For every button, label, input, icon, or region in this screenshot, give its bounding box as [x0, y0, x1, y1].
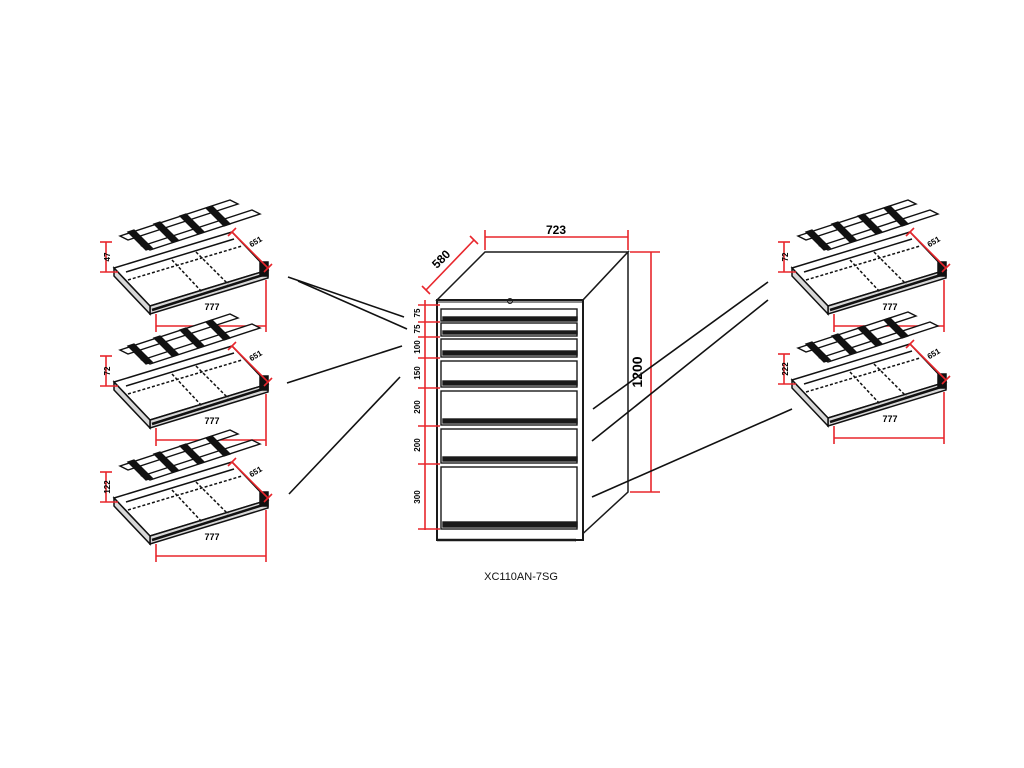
drawer-depth-dimension: 651 [248, 464, 265, 479]
drawer-front-2 [440, 322, 578, 337]
cabinet-dimensions [418, 230, 660, 530]
drawer-height-label: 100 [413, 340, 422, 354]
drawer-height-label: 75 [413, 324, 422, 333]
drawer-detail-right-2: 222 651 777 [776, 310, 952, 446]
drawer-depth-dimension: 651 [926, 346, 943, 361]
drawer-front-3 [440, 338, 578, 358]
drawer-height-dimension: 72 [781, 252, 790, 261]
drawer-height-label: 150 [413, 366, 422, 380]
drawer-depth-dimension: 651 [248, 348, 265, 363]
drawer-height-dimension: 47 [103, 252, 112, 261]
drawer-height-dimension: 222 [781, 362, 790, 376]
drawer-depth-dimension: 651 [248, 234, 265, 249]
drawer-front-5 [440, 390, 578, 426]
drawer-front-1 [440, 308, 578, 322]
drawer-height-label: 200 [413, 438, 422, 452]
drawer-height-label: 75 [413, 308, 422, 317]
cabinet [435, 250, 630, 542]
drawer-height-dimension: 72 [103, 366, 112, 375]
drawer-detail-right-1: 72 651 777 [776, 198, 952, 334]
drawer-detail-left-3: 122 651 777 [98, 428, 274, 564]
drawer-fronts [440, 308, 578, 530]
drawer-front-7 [440, 466, 578, 530]
drawer-width-dimension: 777 [204, 416, 219, 426]
drawer-detail-left-1: 47 651 777 [98, 198, 274, 334]
cabinet-height-label: 1200 [629, 356, 645, 387]
lock-icon [507, 298, 513, 304]
drawer-width-dimension: 777 [204, 532, 219, 542]
leader-lines [286, 276, 793, 498]
drawer-front-6 [440, 428, 578, 464]
cabinet-depth-label: 580 [429, 247, 453, 271]
model-code: XC110AN-7SG [484, 571, 558, 583]
cabinet-dimension-labels: 723 580 1200 75 75 100 150 200 200 300 [413, 223, 645, 504]
drawer-height-dimension: 122 [103, 480, 112, 494]
drawer-height-label: 200 [413, 400, 422, 414]
drawer-width-dimension: 777 [204, 302, 219, 312]
drawer-width-dimension: 777 [882, 302, 897, 312]
drawer-detail-left-2: 72 651 777 [98, 312, 274, 448]
drawer-width-dimension: 777 [882, 414, 897, 424]
drawer-height-label: 300 [413, 490, 422, 504]
drawer-depth-dimension: 651 [926, 234, 943, 249]
cabinet-width-label: 723 [546, 223, 566, 237]
drawer-front-4 [440, 360, 578, 388]
